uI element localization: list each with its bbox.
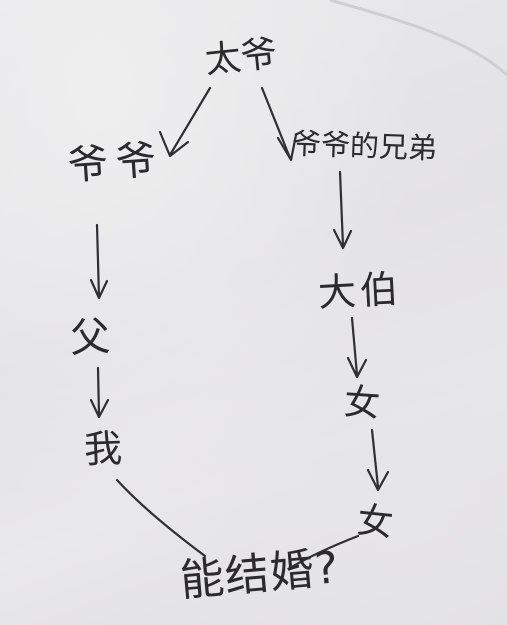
edge-taiye-yxd: [260, 86, 292, 160]
arrowhead-yeye-fu: [89, 278, 109, 300]
edge-nv2-question: [288, 534, 360, 570]
edge-nv1-nv2: [370, 428, 380, 489]
edge-fu-wo: [96, 366, 101, 417]
arrowhead-fu-wo: [89, 398, 110, 419]
arrowhead-taiye-yeye: [158, 130, 190, 158]
node-yeye: 爷爷: [66, 136, 166, 190]
node-dabo: 大伯: [316, 266, 404, 316]
edge-wo-question: [115, 478, 207, 558]
edge-yeye-fu: [95, 223, 101, 299]
edge-taiye-yeye: [168, 86, 212, 157]
node-nv-1: 女: [342, 381, 382, 426]
node-taiye: 太爷: [203, 33, 279, 82]
edge-dabo-nv1: [350, 316, 359, 377]
arrowhead-dabo-nv1: [346, 356, 368, 379]
node-wo: 我: [83, 426, 123, 472]
arrowhead-taiye-yxd: [276, 133, 298, 162]
node-fu: 父: [68, 313, 112, 363]
arrowhead-yxd-dabo: [332, 228, 353, 250]
node-nv-2: 女: [355, 500, 396, 545]
edge-yxd-dabo: [338, 170, 345, 248]
node-yeye-xiongdi: 爷爷的兄弟: [291, 126, 438, 166]
arrowhead-nv1-nv2: [366, 468, 390, 492]
